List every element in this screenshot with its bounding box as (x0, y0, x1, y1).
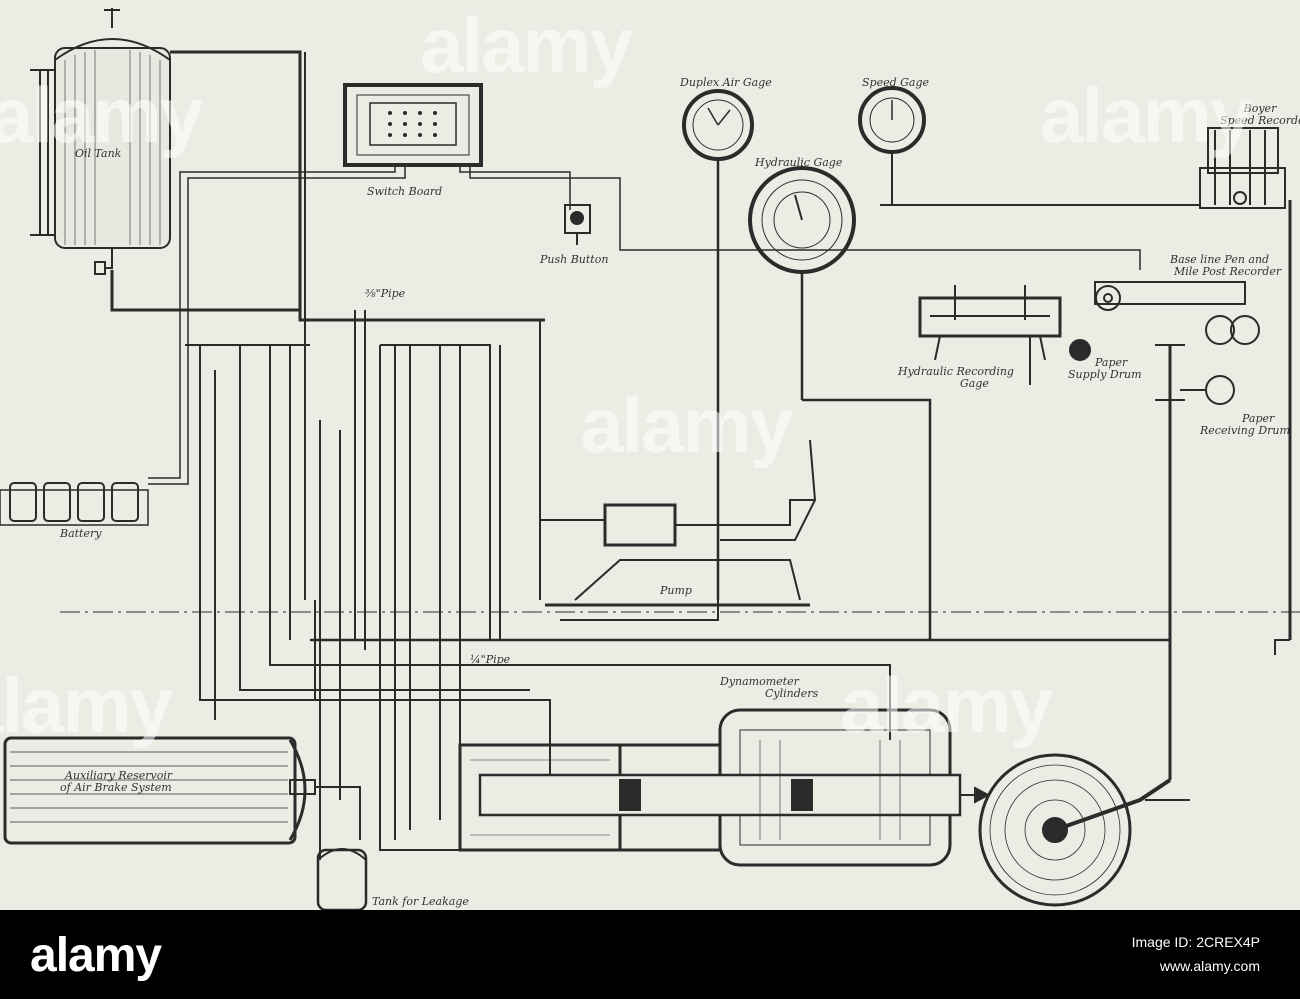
dynamometer-label-1: Dynamometer (720, 675, 799, 688)
auxiliary-reservoir (3, 736, 361, 845)
push-button-device (564, 204, 591, 245)
boyer-label-1: Boyer (1243, 102, 1277, 115)
recorder-wheel (978, 753, 1190, 907)
pump-label: Pump (660, 584, 692, 597)
footer-url[interactable]: www.alamy.com (1159, 958, 1260, 974)
aux-reservoir-label-2: of Air Brake System (60, 781, 172, 794)
pump (540, 439, 817, 607)
paper-receiving-drum (1205, 375, 1235, 405)
base-line-label-1: Base line Pen and (1170, 253, 1270, 266)
boyer-speed-recorder (1199, 127, 1292, 655)
footer-bar: alamy Image ID: 2CREX4P www.alamy.com (0, 910, 1300, 999)
pipe-lower-label: ¼"Pipe (470, 653, 511, 666)
hydraulic-recording-gage (918, 285, 1062, 385)
paper-supply-label-2: Supply Drum (1068, 368, 1142, 381)
hydraulic-recording-label-1: Hydraulic Recording (898, 365, 1014, 378)
battery-label: Battery (60, 527, 102, 540)
paper-supply-drum (1069, 339, 1091, 361)
watermark-4: alamy (580, 381, 793, 469)
pipe-upper-label: ⅜"Pipe (365, 287, 406, 300)
boyer-label-2: Speed Recorder (1220, 114, 1300, 127)
speed-gage (858, 86, 1200, 206)
watermark-2: alamy (420, 1, 633, 89)
paper-receiving-label-2: Receiving Drum (1200, 424, 1290, 437)
duplex-air-gage (560, 89, 754, 621)
paper-receiving-label-1: Paper (1242, 412, 1275, 425)
battery (0, 482, 149, 526)
watermark-6: alamy (840, 661, 1053, 749)
diagram-scene: Oil Tank Switch Board Push Button Duplex… (0, 0, 1300, 910)
aux-reservoir-label-1: Auxiliary Reservoir (65, 769, 173, 782)
dynamometer-cylinders (458, 708, 991, 867)
speed-gage-label: Speed Gage (862, 76, 930, 89)
base-line-label-2: Mile Post Recorder (1174, 265, 1282, 278)
watermark-3: alamy (1040, 71, 1253, 159)
switch-board (343, 83, 483, 167)
leakage-tank (316, 848, 368, 910)
footer-info: Image ID: 2CREX4P www.alamy.com (1132, 930, 1260, 978)
watermark-1: alamy (0, 71, 203, 159)
tank-leakage-label: Tank for Leakage (372, 895, 469, 908)
watermark-5: alamy (0, 661, 173, 749)
hydraulic-gage (748, 166, 932, 640)
switch-board-label: Switch Board (367, 185, 443, 198)
duplex-air-gage-label: Duplex Air Gage (680, 76, 772, 89)
footer-logo[interactable]: alamy (30, 929, 162, 982)
base-line-recorder (1094, 281, 1246, 311)
hydraulic-gage-label: Hydraulic Gage (755, 156, 843, 169)
image-id-text: Image ID: 2CREX4P (1131, 934, 1260, 950)
push-button-label: Push Button (540, 253, 609, 266)
paper-supply-label-1: Paper (1095, 356, 1128, 369)
oil-tank (30, 8, 171, 275)
dynamometer-label-2: Cylinders (765, 687, 819, 700)
oil-tank-label: Oil Tank (75, 147, 122, 160)
brake-dynamometer-diagram (0, 8, 1300, 910)
hydraulic-recording-label-2: Gage (960, 377, 989, 390)
